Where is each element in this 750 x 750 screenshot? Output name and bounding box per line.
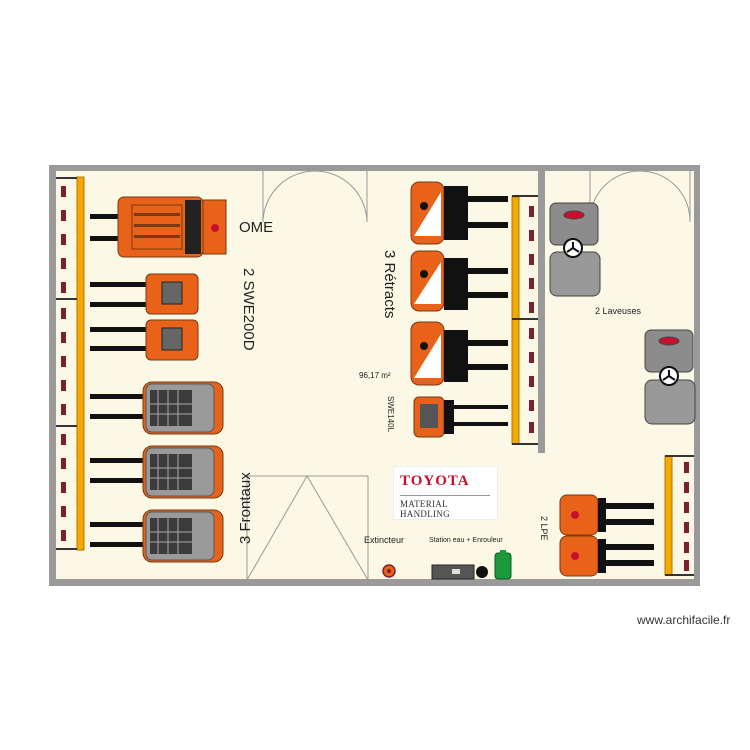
label-area: 96,17 m² [359, 371, 391, 380]
pallet-truck-icon[interactable] [413, 396, 508, 438]
label-station: Station eau + Enrouleur [429, 537, 503, 544]
scrubber-icon[interactable] [549, 202, 601, 297]
rack-icon [664, 455, 694, 576]
label-swe140l: SWE140L [386, 396, 395, 433]
logo-subtitle: MATERIAL HANDLING [400, 499, 450, 519]
label-ome: OME [239, 219, 274, 236]
pallet-truck-icon[interactable] [559, 535, 654, 577]
logo-name: TOYOTA [400, 473, 470, 489]
fire-extinguisher-icon[interactable] [382, 564, 396, 578]
rack-icon [511, 195, 538, 445]
pallet-truck-icon[interactable] [90, 273, 199, 315]
forklift-icon[interactable] [90, 381, 224, 435]
door-icon[interactable] [262, 170, 368, 223]
label-extincteur: Extincteur [364, 535, 405, 545]
pallet-truck-icon[interactable] [90, 319, 199, 361]
loading-door-icon[interactable] [246, 475, 369, 581]
reach-truck-icon[interactable] [410, 321, 508, 386]
label-retracts: 3 Rétracts [381, 250, 398, 319]
forklift-icon[interactable] [90, 445, 224, 499]
label-laveuses: 2 Laveuses [595, 306, 642, 316]
scrubber-icon[interactable] [644, 329, 696, 425]
label-lpe: 2 LPE [539, 516, 549, 541]
label-frontaux: 3 Frontaux [237, 472, 254, 544]
reach-truck-icon[interactable] [410, 250, 508, 312]
forklift-icon[interactable] [90, 509, 224, 563]
reach-truck-icon[interactable] [410, 181, 508, 245]
footer-url[interactable]: www.archifacile.fr [637, 613, 731, 627]
forklift-icon[interactable] [90, 196, 227, 258]
pallet-truck-icon[interactable] [559, 494, 654, 536]
toyota-logo: TOYOTA MATERIAL HANDLING [393, 466, 498, 520]
rack-icon [56, 176, 85, 551]
logo-divider [400, 495, 490, 496]
partition-wall [538, 171, 545, 453]
water-station-icon[interactable] [431, 550, 512, 580]
label-swe200d: 2 SWE200D [240, 268, 257, 351]
